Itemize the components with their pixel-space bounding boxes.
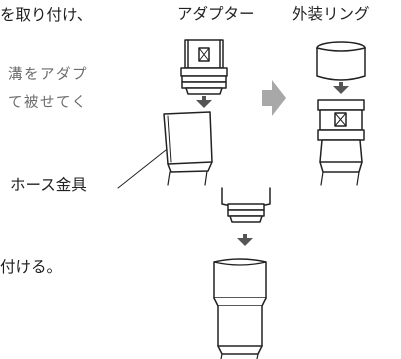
bottom-adapter-part <box>221 187 271 223</box>
outer-ring-part <box>316 41 366 81</box>
arrow-right-icon <box>262 80 286 116</box>
arrow-down-icon <box>196 96 212 108</box>
instruction-line-2: 溝をアダプ <box>8 67 88 83</box>
hose-fitting-label: ホース金具 <box>10 176 87 194</box>
hose-fitting-part <box>163 111 213 186</box>
adapter-part <box>180 39 228 95</box>
instruction-line-3: て被せてく <box>8 95 88 111</box>
arrow-down-icon-2 <box>333 82 349 94</box>
outer-ring-label: 外装リング <box>292 5 370 23</box>
hose-fitting-leader <box>117 149 167 189</box>
arrow-down-icon-3 <box>237 234 253 246</box>
instruction-line-4: 付ける。 <box>0 258 63 276</box>
assembled-adapter-part <box>317 99 365 186</box>
adapter-label: アダプター <box>177 5 255 23</box>
bottom-hose-fitting-part <box>213 258 267 359</box>
instruction-line-1: を取り付け、 <box>0 6 93 24</box>
